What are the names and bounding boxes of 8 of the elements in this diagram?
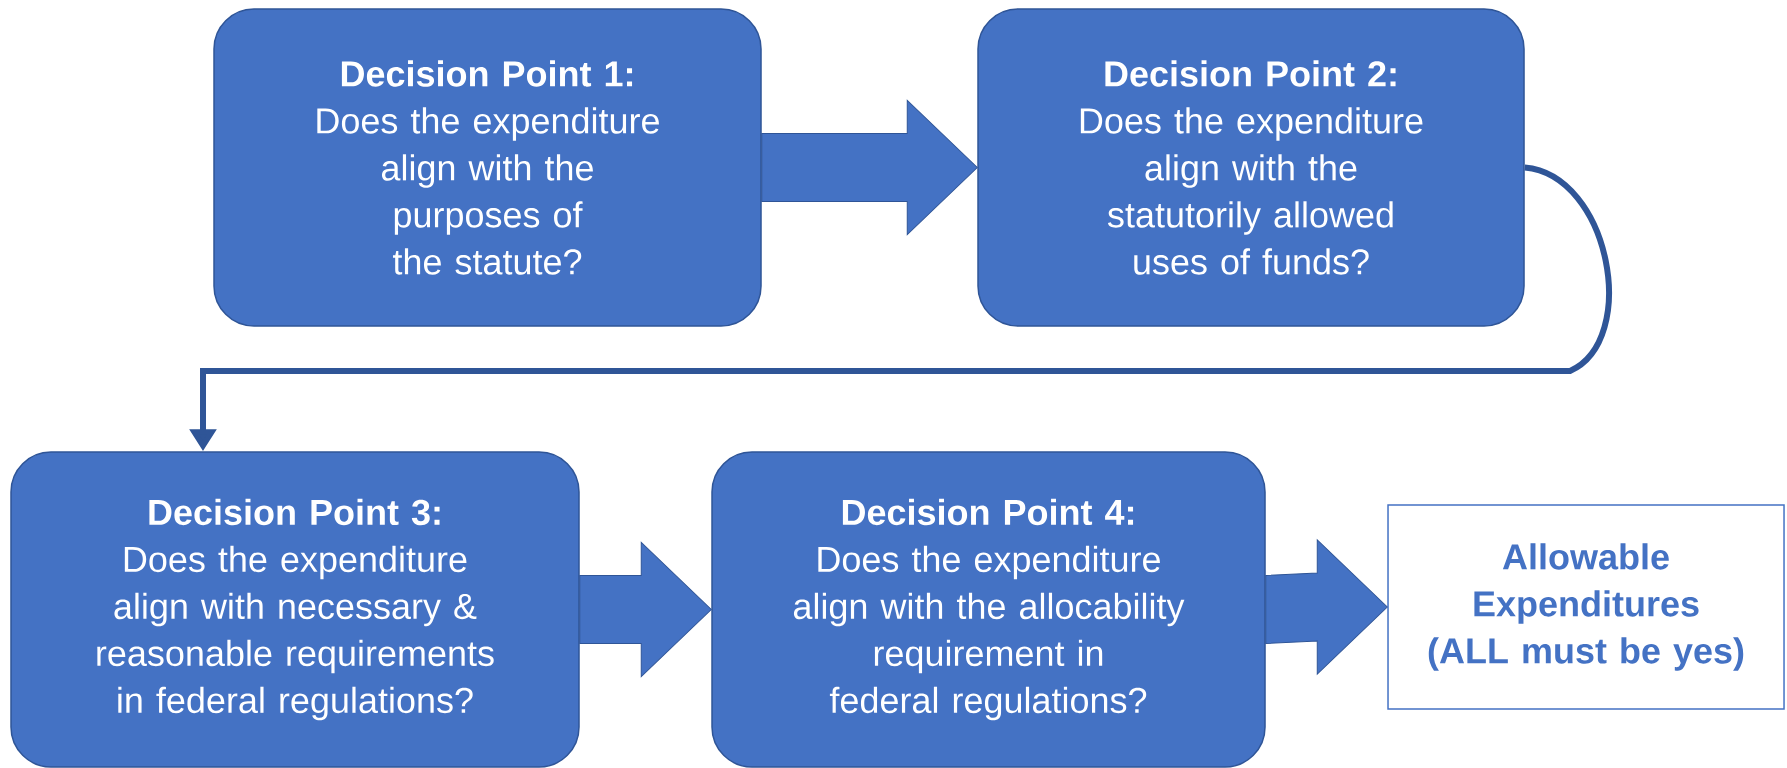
decision-box: Decision Point 1: Does the expenditure align with the purposes of the statute? <box>213 8 762 327</box>
decision-box: Decision Point 2: Does the expenditure align with the statutorily allowed uses of funds? <box>977 8 1525 327</box>
result-box: Allowable Expenditures (ALL must be yes) <box>1387 504 1785 710</box>
arrow <box>579 542 712 677</box>
decision-box: Decision Point 4: Does the expenditure align with the allocability requirement in federal regulations? <box>711 451 1266 768</box>
decision-box: Decision Point 3: Does the expenditure align with necessary & reasonable requirements in federal regulations? <box>10 451 580 768</box>
arrow <box>1265 539 1388 675</box>
arrow <box>761 100 978 235</box>
